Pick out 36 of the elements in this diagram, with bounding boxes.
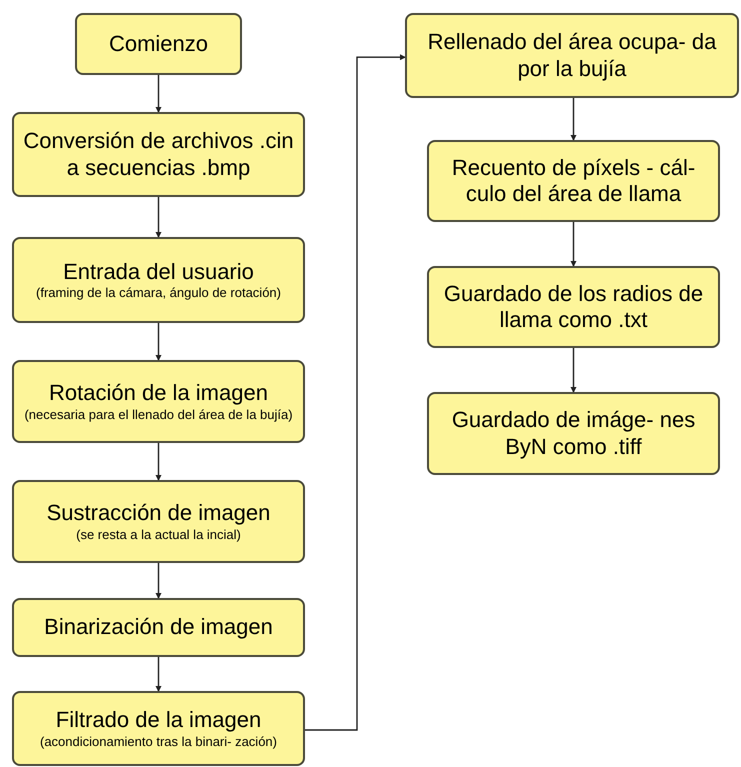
process-box — [12, 112, 305, 197]
step-title: Binarización de imagen — [44, 614, 273, 641]
arrow — [156, 75, 162, 113]
process-box — [405, 13, 739, 98]
step-title: Sustracción de imagen — [46, 500, 270, 527]
arrow — [156, 657, 162, 692]
process-box — [12, 691, 305, 766]
process-box — [427, 392, 720, 475]
step-title: Conversión de archivos .cin a secuencias .bmp — [22, 128, 295, 181]
process-box — [12, 480, 305, 563]
process-box — [12, 598, 305, 657]
arrow — [156, 323, 162, 361]
step-title: Rellenado del área ocupa- da por la bujía — [426, 29, 718, 82]
process-box — [12, 237, 305, 323]
process-box — [12, 360, 305, 443]
arrow — [305, 54, 406, 731]
step-title: Entrada del usuario — [63, 258, 254, 286]
step-note: (necesaria para el llenado del área de la bujía) — [24, 406, 293, 423]
step-note: (se resta a la actual la incial) — [76, 526, 241, 543]
arrow — [156, 197, 162, 238]
process-box — [75, 13, 242, 75]
step-note: (acondicionamiento tras la binari- zación) — [40, 734, 277, 750]
process-box — [427, 266, 720, 348]
step-title: Rotación de la imagen — [49, 380, 268, 407]
step-note: (framing de la cámara, ángulo de rotación) — [36, 285, 281, 302]
step-title: Comienzo — [108, 30, 208, 58]
step-title: Recuento de píxels - cál- culo del área de llama — [450, 154, 696, 208]
step-title: Guardado de los radios de llama como .txt — [442, 280, 704, 334]
arrow — [570, 222, 576, 267]
process-box — [427, 140, 720, 222]
arrow — [156, 563, 162, 599]
arrow — [570, 348, 576, 393]
step-title: Guardado de imáge- nes ByN como .tiff — [450, 407, 696, 460]
arrow — [156, 443, 162, 481]
arrow — [570, 98, 576, 141]
step-title: Filtrado de la imagen — [56, 707, 262, 734]
